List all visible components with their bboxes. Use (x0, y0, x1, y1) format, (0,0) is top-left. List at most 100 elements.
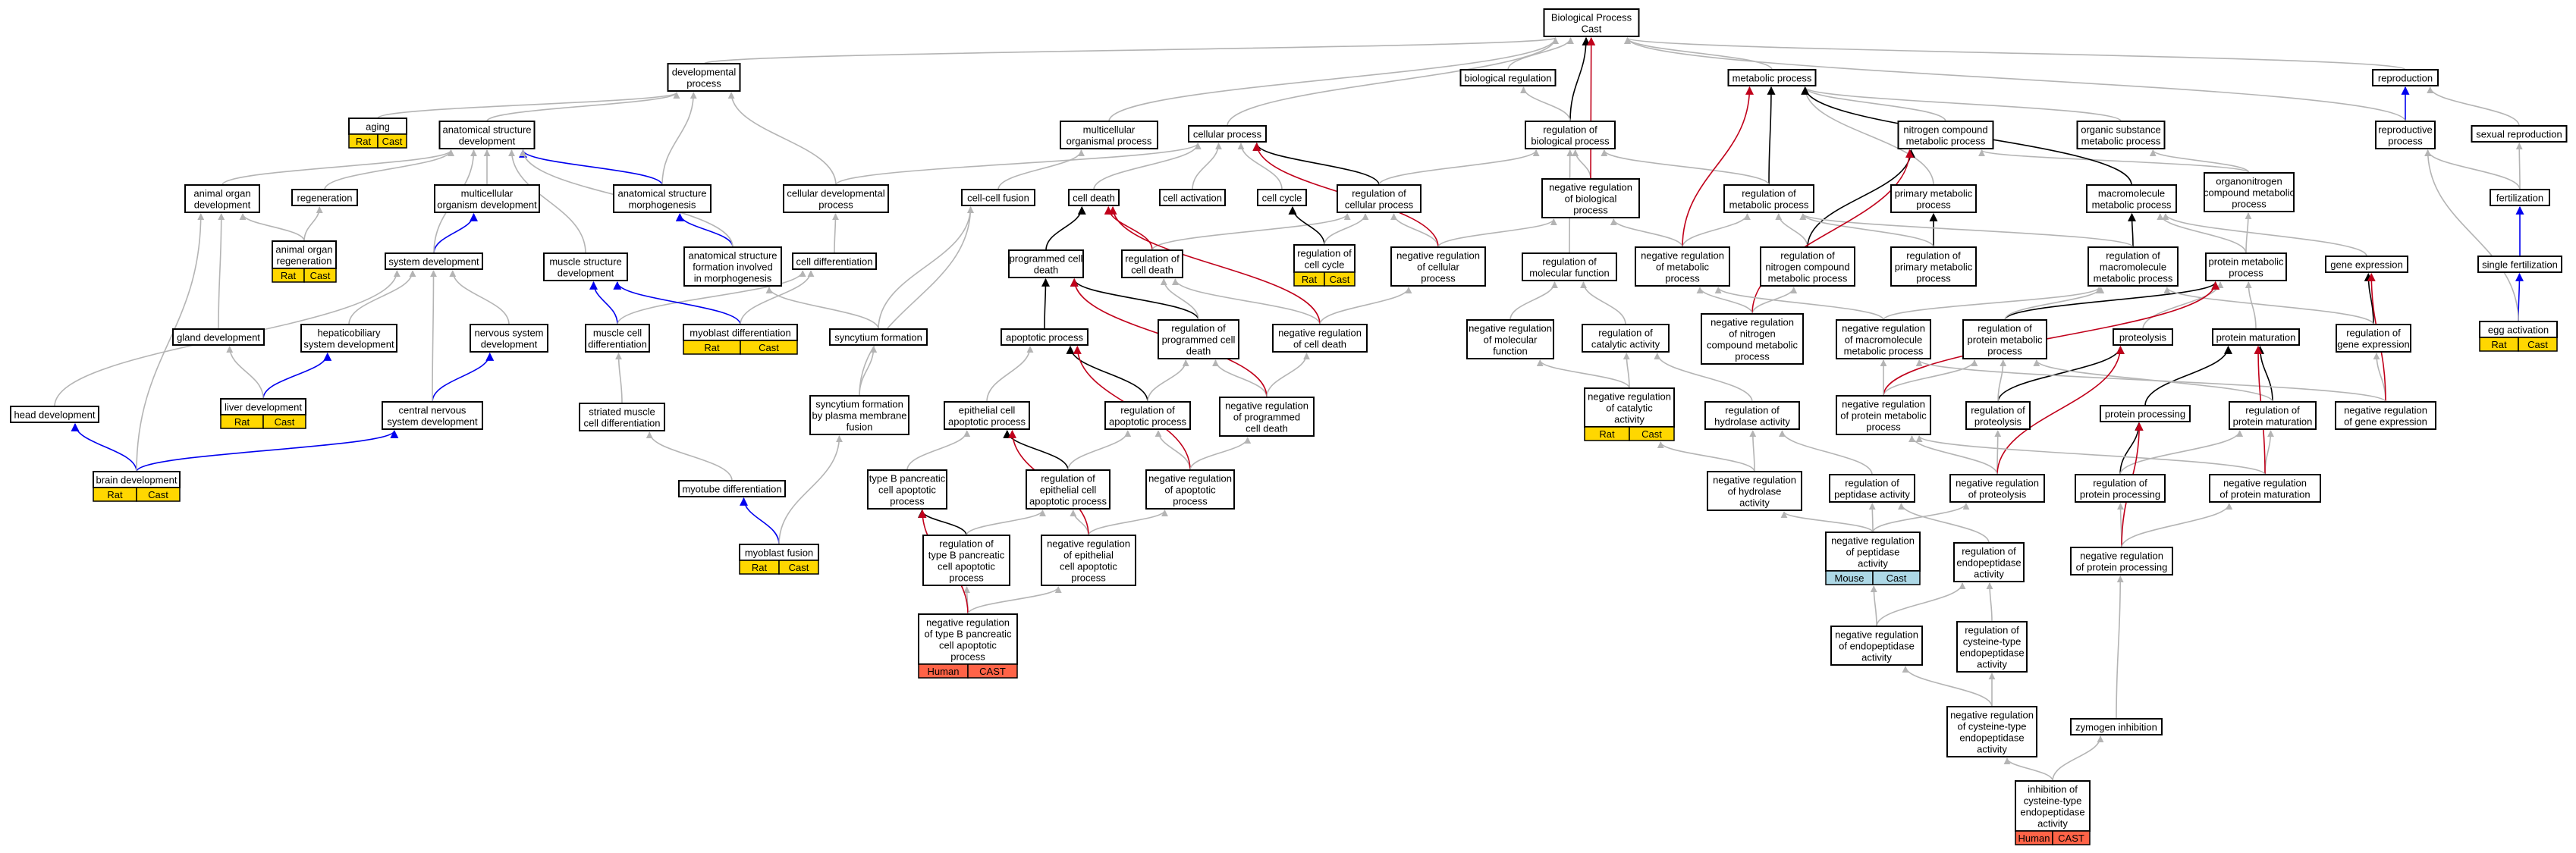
go-term-label: of protein processing (2076, 562, 2168, 573)
go-term-box (1257, 189, 1307, 206)
go-term-label: macromolecule (2098, 188, 2165, 199)
go-term-label: negative regulation (1842, 323, 1925, 334)
go-term-label: negative regulation (1842, 399, 1925, 410)
go-term-label: development (194, 199, 251, 211)
go-term-label: regulation of (1542, 256, 1597, 268)
go-term-box (1041, 535, 1136, 586)
relation-edge-gray (1799, 213, 1934, 248)
go-term-box (783, 184, 889, 213)
species-cell-rat (262, 414, 306, 429)
species-label: Rat (234, 416, 250, 428)
species-label: Cast (310, 270, 331, 281)
species-label: Cast (275, 416, 295, 428)
go-term-box (1522, 252, 1617, 281)
relation-edge-gray (703, 37, 1559, 64)
go-term-label: regulation of (1780, 250, 1835, 262)
go-term-label: developmental (672, 67, 737, 78)
relation-edge-gray (324, 149, 454, 190)
relation-edge-gray (617, 270, 806, 325)
go-term-label: cell apoptotic (939, 640, 997, 651)
go-term-label: regulation of (2093, 478, 2147, 489)
go-term-box (2100, 405, 2191, 422)
relation-edge-gray (486, 92, 680, 122)
go-term-label: regulation of (1978, 323, 2032, 334)
go-term-label: regulation of (2245, 405, 2300, 416)
relation-edge-blue (262, 352, 332, 400)
go-term-label: syncytium formation (815, 399, 903, 410)
go-term-label: cellular developmental (787, 188, 884, 199)
go-term-label: proteolysis (1974, 416, 2022, 428)
relation-edge-gray (449, 270, 510, 325)
go-term-label: single fertilization (2482, 259, 2558, 271)
go-term-label: process (1071, 572, 1106, 584)
go-term-label: apoptotic process (1109, 416, 1186, 428)
species-label: Human (928, 666, 960, 677)
go-term-label: cysteine-type (2024, 795, 2082, 807)
go-term-label: primary metabolic (1895, 188, 1973, 199)
go-term-label: egg activation (2488, 325, 2549, 336)
go-term-box (613, 184, 712, 213)
go-term-label: negative regulation (1711, 317, 1794, 328)
go-term-label: apoptotic process (1006, 332, 1083, 343)
species-label: CAST (2058, 833, 2084, 844)
go-term-label: myoblast differentiation (690, 328, 790, 339)
relation-edge-black (2128, 212, 2137, 248)
go-term-label: gland development (177, 332, 260, 343)
go-term-label: cell apoptotic (1060, 561, 1117, 572)
relation-edge-gray (2142, 281, 2224, 330)
relation-edge-gray (646, 431, 733, 481)
go-term-label: regulation of (939, 538, 994, 550)
go-term-box (1760, 246, 1855, 287)
go-term-box (1956, 621, 2028, 673)
relation-edge-black (2144, 345, 2232, 406)
go-term-label: reproductive (2378, 124, 2433, 136)
go-term-box (1830, 626, 1923, 666)
relation-edge-black (1569, 36, 1591, 122)
relation-edge-gray (226, 346, 264, 400)
go-term-box (1459, 69, 1557, 86)
go-term-label: cell death (1131, 265, 1173, 276)
go-term-label: catalytic activity (1591, 339, 1660, 350)
go-term-box (1159, 189, 1226, 206)
go-term-label: animal organ (275, 244, 332, 256)
go-term-label: regulation of (1965, 625, 2019, 636)
go-term-label: multicellular (461, 188, 514, 199)
relation-edge-gray (1654, 353, 1753, 403)
go-term-label: system development (387, 416, 478, 428)
go-term-label: process (686, 78, 721, 89)
relation-edge-gray (1799, 213, 2134, 248)
go-term-label: function (1493, 346, 1528, 357)
relation-edge-gray (1623, 353, 1630, 389)
go-term-box (2070, 718, 2163, 735)
relation-edge-gray (2119, 430, 2244, 475)
relation-edge-gray (1986, 582, 1993, 623)
go-term-box (1068, 189, 1120, 206)
go-term-label: of endopeptidase (1839, 641, 1915, 652)
go-term-box (1953, 542, 2025, 582)
relation-edge-gray (1915, 359, 2386, 403)
go-term-label: organism development (437, 199, 537, 211)
go-term-label: protein metabolic (1968, 334, 2043, 346)
relation-edge-gray (136, 213, 205, 472)
go-term-box (579, 403, 665, 431)
go-term-pproc: protein processing (2100, 405, 2191, 422)
relation-edge-gray (2245, 281, 2257, 330)
go-term-label: metabolic process (1906, 136, 1986, 147)
go-term-label: process (2229, 268, 2263, 279)
go-term-sfert: single fertilization (2477, 256, 2562, 273)
relation-edge-gray (2264, 430, 2274, 475)
go-term-label: process (2388, 136, 2423, 147)
relation-edge-gray (1147, 359, 1189, 403)
go-term-box (1390, 246, 1486, 287)
